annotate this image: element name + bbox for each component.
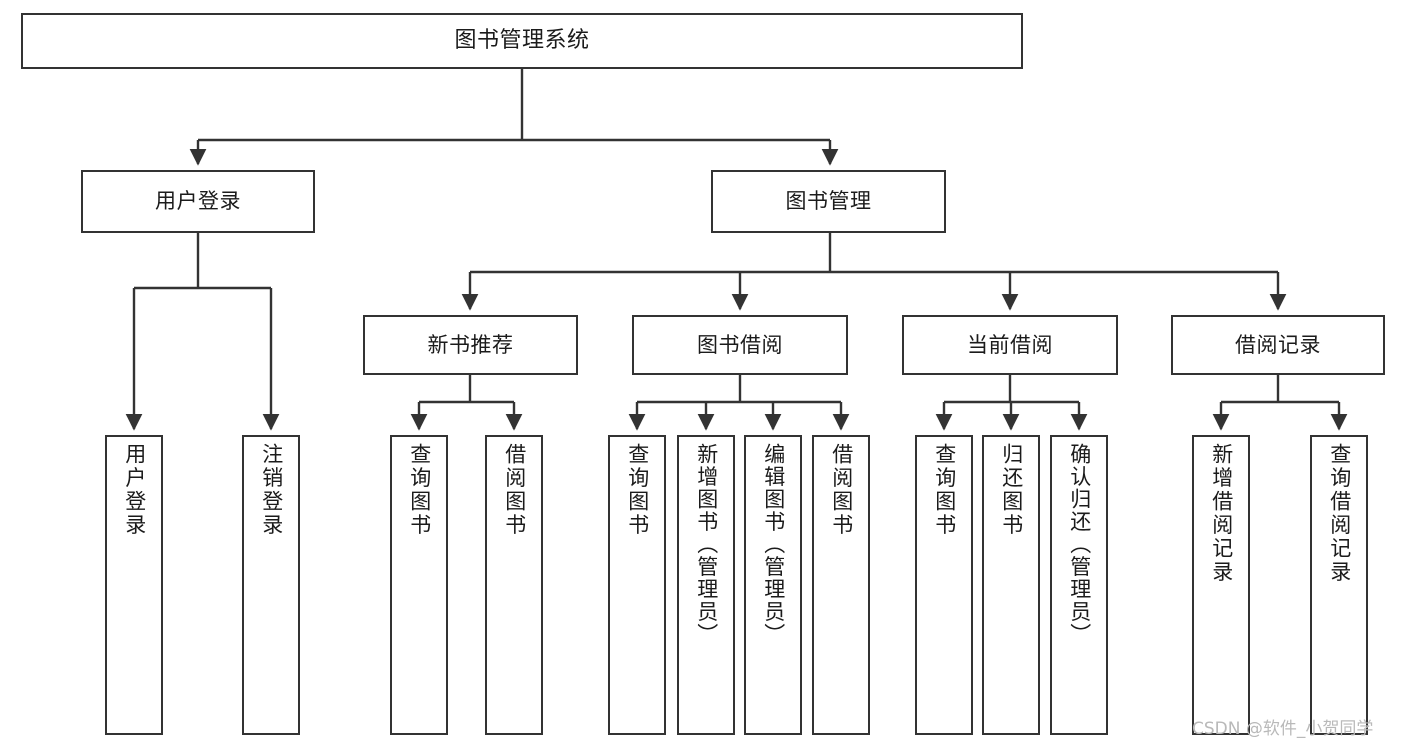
leaf-query-borrow-record[interactable]: 查询借阅记录: [1310, 435, 1368, 735]
node-book-borrow[interactable]: 图书借阅: [632, 315, 848, 375]
leaf-query-book-bb[interactable]: 查询图书: [608, 435, 666, 735]
node-borrow-record[interactable]: 借阅记录: [1171, 315, 1385, 375]
node-label: 查询图书: [625, 443, 650, 537]
node-label: 新书推荐: [427, 332, 514, 357]
node-label: 查询图书: [407, 443, 432, 537]
node-book-management[interactable]: 图书管理: [711, 170, 946, 233]
node-current-borrow[interactable]: 当前借阅: [902, 315, 1118, 375]
leaf-borrow-book-bb[interactable]: 借阅图书: [812, 435, 870, 735]
node-label: 借阅图书: [829, 443, 854, 537]
leaf-edit-book-admin[interactable]: 编辑图书（管理员）: [744, 435, 802, 735]
node-label: 确认归还（管理员）: [1067, 443, 1092, 646]
leaf-query-book-cb[interactable]: 查询图书: [915, 435, 973, 735]
leaf-confirm-return-admin[interactable]: 确认归还（管理员）: [1050, 435, 1108, 735]
node-label: 注销登录: [259, 443, 284, 537]
leaf-return-book[interactable]: 归还图书: [982, 435, 1040, 735]
node-label: 借阅图书: [502, 443, 527, 537]
node-label: 图书管理系统: [454, 28, 590, 54]
leaf-add-borrow-record[interactable]: 新增借阅记录: [1192, 435, 1250, 735]
leaf-query-book-nb[interactable]: 查询图书: [390, 435, 448, 735]
leaf-logout[interactable]: 注销登录: [242, 435, 300, 735]
leaf-borrow-book-nb[interactable]: 借阅图书: [485, 435, 543, 735]
node-label: 归还图书: [999, 443, 1024, 537]
node-label: 查询借阅记录: [1327, 443, 1352, 584]
node-root-system[interactable]: 图书管理系统: [21, 13, 1023, 69]
watermark-text: CSDN @软件_小贺同学: [1192, 719, 1374, 739]
leaf-user-login[interactable]: 用户登录: [105, 435, 163, 735]
node-label: 编辑图书（管理员）: [761, 443, 786, 646]
node-label: 图书管理: [785, 189, 872, 214]
node-label: 用户登录: [122, 443, 147, 537]
node-user-login[interactable]: 用户登录: [81, 170, 315, 233]
leaf-add-book-admin[interactable]: 新增图书（管理员）: [677, 435, 735, 735]
node-label: 查询图书: [932, 443, 957, 537]
node-label: 用户登录: [155, 189, 241, 214]
node-label: 新增借阅记录: [1209, 443, 1234, 584]
node-label: 图书借阅: [697, 332, 783, 357]
node-label: 借阅记录: [1235, 332, 1321, 357]
node-new-book-recommend[interactable]: 新书推荐: [363, 315, 578, 375]
node-label: 新增图书（管理员）: [694, 443, 719, 646]
node-label: 当前借阅: [967, 332, 1053, 357]
